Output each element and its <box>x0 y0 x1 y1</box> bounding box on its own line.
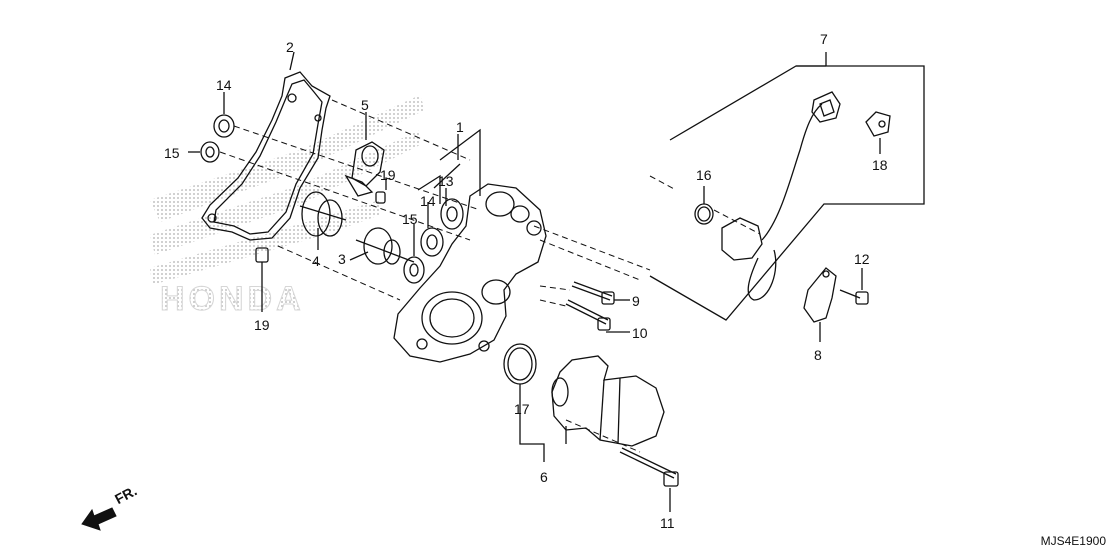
callout-19-lower: 19 <box>254 317 270 333</box>
callout-labels: 2 14 15 5 1 19 13 14 15 4 3 19 9 10 17 6… <box>164 31 888 531</box>
callout-15-right: 15 <box>402 211 418 227</box>
svg-text:HONDA: HONDA <box>160 280 305 318</box>
front-direction-arrow-icon <box>81 507 117 531</box>
honda-watermark: HONDA <box>150 95 425 319</box>
callout-5: 5 <box>361 97 369 113</box>
callout-14-left: 14 <box>216 77 232 93</box>
callout-10: 10 <box>632 325 648 341</box>
callout-11: 11 <box>660 515 675 531</box>
callout-18: 18 <box>872 157 888 173</box>
callout-15-left: 15 <box>164 145 180 161</box>
gasket <box>201 71 331 241</box>
callout-1: 1 <box>456 119 464 135</box>
callout-2: 2 <box>286 39 294 55</box>
diagram-code: MJS4E1900 <box>1040 534 1106 548</box>
housing <box>393 183 547 363</box>
callout-9: 9 <box>632 293 640 309</box>
callout-12: 12 <box>854 251 870 267</box>
callout-8: 8 <box>814 347 822 363</box>
callout-3: 3 <box>338 251 346 267</box>
callout-13: 13 <box>438 173 454 189</box>
callout-16: 16 <box>696 167 712 183</box>
callout-7: 7 <box>820 31 828 47</box>
callout-14-right: 14 <box>420 193 436 209</box>
callout-6: 6 <box>540 469 548 485</box>
callout-17: 17 <box>514 401 530 417</box>
motor <box>551 355 665 447</box>
drawing-lines <box>188 51 925 512</box>
callout-19-upper: 19 <box>380 167 396 183</box>
callout-4: 4 <box>312 253 320 269</box>
